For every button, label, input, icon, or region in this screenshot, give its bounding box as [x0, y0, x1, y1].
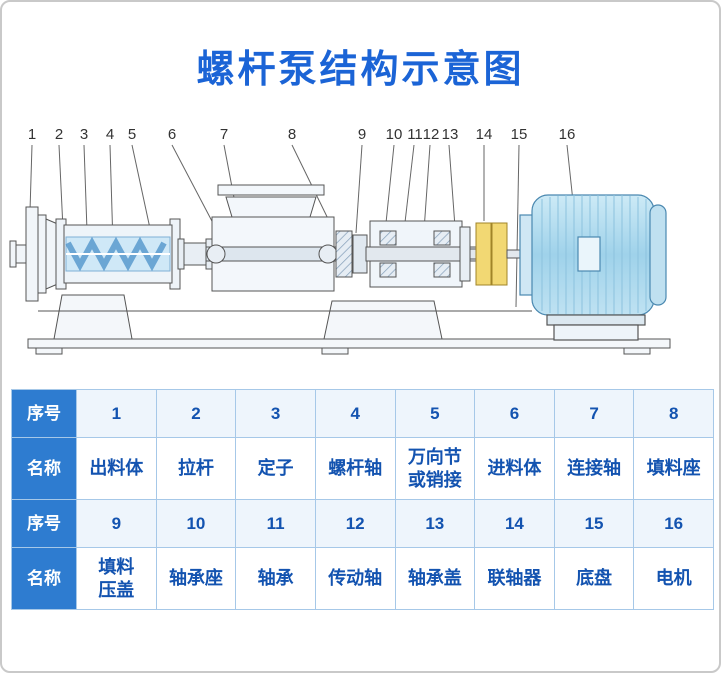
table-cell: 万向节 或销接: [394, 437, 476, 500]
table-row-index-1: 序号 1 2 3 4 5 6 7 8: [11, 389, 714, 438]
leader-lines: [29, 144, 575, 308]
table-cell: 轴承座: [155, 547, 237, 610]
coupling: [469, 222, 522, 286]
table-cell: 4: [314, 389, 396, 438]
table-cell: 2: [155, 389, 237, 438]
bearing-assembly: [365, 220, 479, 288]
table-cell: 3: [235, 389, 316, 438]
row-header: 名称: [11, 547, 77, 610]
table-cell: 定子: [235, 437, 316, 500]
parts-table: 序号 1 2 3 4 5 6 7 8 名称 出料体 拉杆 定子 螺杆轴 万向节 …: [11, 389, 714, 610]
part-label-15: 15: [511, 126, 528, 143]
table-cell: 填料 压盖: [76, 547, 157, 610]
part-label-8: 8: [288, 126, 296, 143]
table-cell: 12: [314, 499, 396, 548]
row-header: 名称: [11, 437, 77, 500]
table-cell: 联轴器: [474, 547, 555, 610]
table-cell: 螺杆轴: [314, 437, 396, 500]
intake-body: [205, 184, 338, 292]
part-labels: 1 2 3 4 5 6 7 8 9 10 11 12 13 14 15 16: [28, 126, 576, 143]
base-frame: [27, 294, 671, 355]
part-label-1: 1: [28, 126, 36, 143]
table-row-index-2: 序号 9 10 11 12 13 14 15 16: [11, 499, 714, 548]
table-cell: 出料体: [76, 437, 157, 500]
table-cell: 进料体: [474, 437, 555, 500]
discharge-body: [9, 206, 61, 302]
motor: [519, 194, 667, 341]
table-cell: 连接轴: [553, 437, 635, 500]
table-cell: 电机: [633, 547, 714, 610]
table-cell: 拉杆: [155, 437, 237, 500]
table-cell: 8: [633, 389, 714, 438]
table-cell: 15: [553, 499, 635, 548]
part-label-11: 11: [407, 126, 423, 143]
row-header: 序号: [11, 389, 77, 438]
table-cell: 轴承: [235, 547, 316, 610]
packing-seal: [335, 230, 368, 278]
part-label-6: 6: [168, 126, 176, 143]
table-cell: 9: [76, 499, 157, 548]
table-cell: 7: [553, 389, 635, 438]
table-cell: 6: [474, 389, 555, 438]
table-cell: 填料座: [633, 437, 714, 500]
table-cell: 1: [76, 389, 157, 438]
part-label-10: 10: [386, 126, 403, 143]
table-cell: 5: [394, 389, 476, 438]
table-cell: 16: [633, 499, 714, 548]
part-label-16: 16: [559, 126, 576, 143]
stator-screw: [55, 218, 181, 290]
table-cell: 14: [474, 499, 555, 548]
pump-diagram: 1 2 3 4 5 6 7 8 9 10 11 12 13 14 15 16: [9, 126, 671, 355]
table-cell: 13: [394, 499, 476, 548]
part-label-14: 14: [476, 126, 493, 143]
table-row-name-1: 名称 出料体 拉杆 定子 螺杆轴 万向节 或销接 进料体 连接轴 填料座: [11, 437, 714, 500]
row-header: 序号: [11, 499, 77, 548]
part-label-13: 13: [442, 126, 459, 143]
part-label-9: 9: [358, 126, 366, 143]
part-label-3: 3: [80, 126, 88, 143]
part-label-4: 4: [106, 126, 114, 143]
table-cell: 11: [235, 499, 316, 548]
table-cell: 传动轴: [314, 547, 396, 610]
table-cell: 轴承盖: [394, 547, 476, 610]
part-label-2: 2: [55, 126, 63, 143]
part-label-12: 12: [423, 126, 440, 143]
table-row-name-2: 名称 填料 压盖 轴承座 轴承 传动轴 轴承盖 联轴器 底盘 电机: [11, 547, 714, 610]
page-title: 螺杆泵结构示意图: [196, 49, 525, 91]
part-label-7: 7: [220, 126, 228, 143]
part-label-5: 5: [128, 126, 136, 143]
table-cell: 底盘: [553, 547, 635, 610]
table-cell: 10: [155, 499, 237, 548]
